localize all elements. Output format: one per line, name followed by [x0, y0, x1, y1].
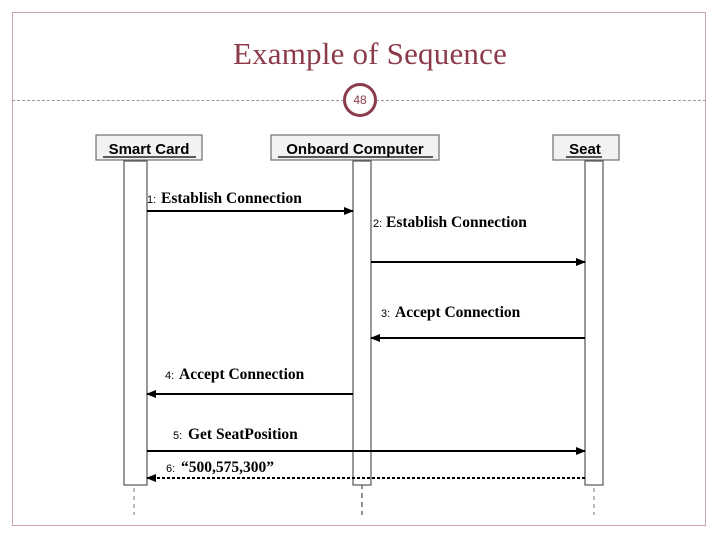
- slide-frame: [12, 12, 706, 526]
- object-smart-card: Smart Card: [95, 134, 203, 161]
- activation-onboard-computer: [352, 160, 372, 486]
- object-label-onboard-computer: Onboard Computer: [286, 141, 424, 158]
- message-number-6: 6:: [166, 463, 175, 475]
- page-number-badge: 48: [343, 83, 377, 117]
- message-label-6: “500,575,300”: [181, 459, 274, 476]
- message-number-4: 4:: [165, 370, 174, 382]
- message-label-5: Get SeatPosition: [188, 426, 298, 443]
- message-number-2: 2:: [373, 218, 382, 230]
- message-label-4: Accept Connection: [179, 366, 305, 383]
- slide-title: Example of Sequence: [232, 36, 508, 71]
- message-label-1: Establish Connection: [161, 190, 302, 207]
- object-seat: Seat: [552, 134, 620, 161]
- message-4: 4: Accept Connection: [146, 366, 353, 398]
- title-rule-right: [376, 100, 706, 101]
- title-rule-left: [12, 100, 344, 101]
- message-number-3: 3:: [381, 308, 390, 320]
- object-label-seat: Seat: [569, 141, 601, 158]
- message-5: 5: Get SeatPosition: [147, 426, 586, 455]
- activation-seat: [584, 160, 604, 486]
- activation-smart-card: [123, 160, 148, 486]
- message-6: 6: “500,575,300”: [146, 459, 585, 482]
- message-2: 2: Establish Connection: [371, 214, 586, 266]
- message-label-3: Accept Connection: [395, 304, 521, 321]
- message-3: 3: Accept Connection: [370, 304, 585, 342]
- message-number-1: 1:: [147, 194, 156, 206]
- object-onboard-computer: Onboard Computer: [270, 134, 440, 161]
- message-label-2: Establish Connection: [386, 214, 527, 231]
- message-number-5: 5:: [173, 430, 182, 442]
- message-1: 1: Establish Connection: [147, 190, 354, 215]
- object-label-smart-card: Smart Card: [109, 141, 190, 158]
